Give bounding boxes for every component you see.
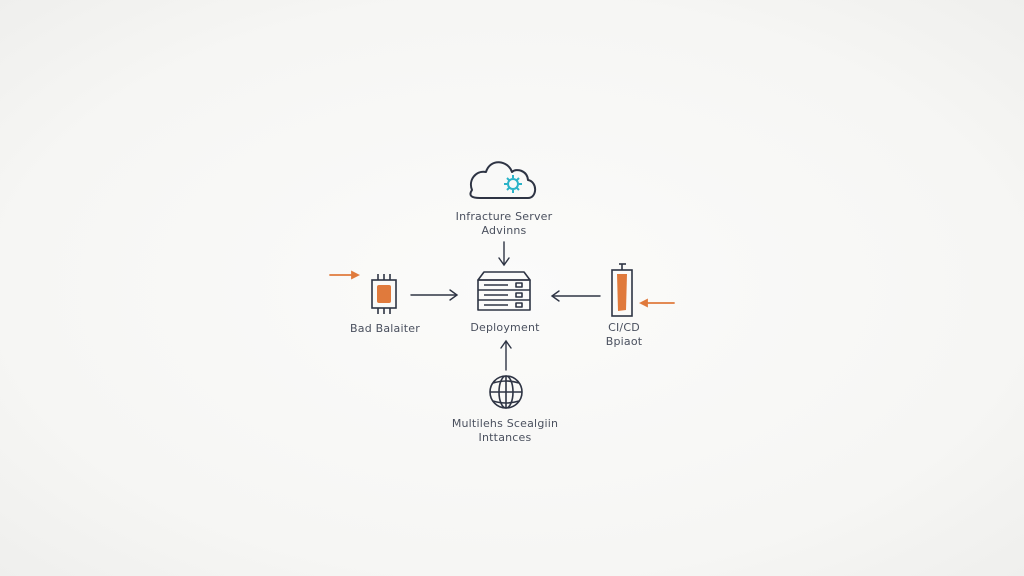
node-infrastructure-line1: Infracture Server [455, 210, 553, 223]
node-ci-cd-line1: CI/CD [608, 321, 640, 334]
node-scaling-label: Multilehs Scealgiin Inttances [425, 417, 585, 445]
node-scaling-line2: Inttances [478, 431, 532, 444]
node-deployment-label: Deployment [445, 321, 565, 335]
arrow-ci-to-deployment [550, 290, 601, 302]
arrow-lb-to-deployment [410, 289, 459, 301]
node-ci-cd-line2: Bpiaot [605, 335, 643, 348]
pipeline-fill [617, 274, 627, 311]
arrow-incoming-ci-cd [638, 298, 675, 308]
cloud-gear-icon [504, 175, 522, 193]
node-load-balancer-label: Bad Balaiter [335, 322, 435, 336]
arrow-infra-to-deployment [498, 241, 510, 267]
chip-core [377, 285, 391, 303]
node-infrastructure-label: Infracture Server Advinns [424, 210, 584, 238]
pipeline-icon [611, 263, 633, 317]
globe-icon [489, 375, 523, 409]
chip-icon [371, 274, 397, 314]
node-infrastructure-line2: Advinns [481, 224, 527, 237]
arrow-incoming-load-balancer [329, 270, 361, 280]
node-ci-cd-label: CI/CD Bpiaot [574, 321, 674, 349]
server-rack-icon [477, 271, 531, 311]
cloud-icon [469, 161, 537, 199]
node-deployment-line1: Deployment [470, 321, 540, 334]
node-scaling-line1: Multilehs Scealgiin [451, 417, 559, 430]
node-load-balancer-line1: Bad Balaiter [350, 322, 420, 335]
arrow-scaling-to-deployment [500, 339, 512, 371]
